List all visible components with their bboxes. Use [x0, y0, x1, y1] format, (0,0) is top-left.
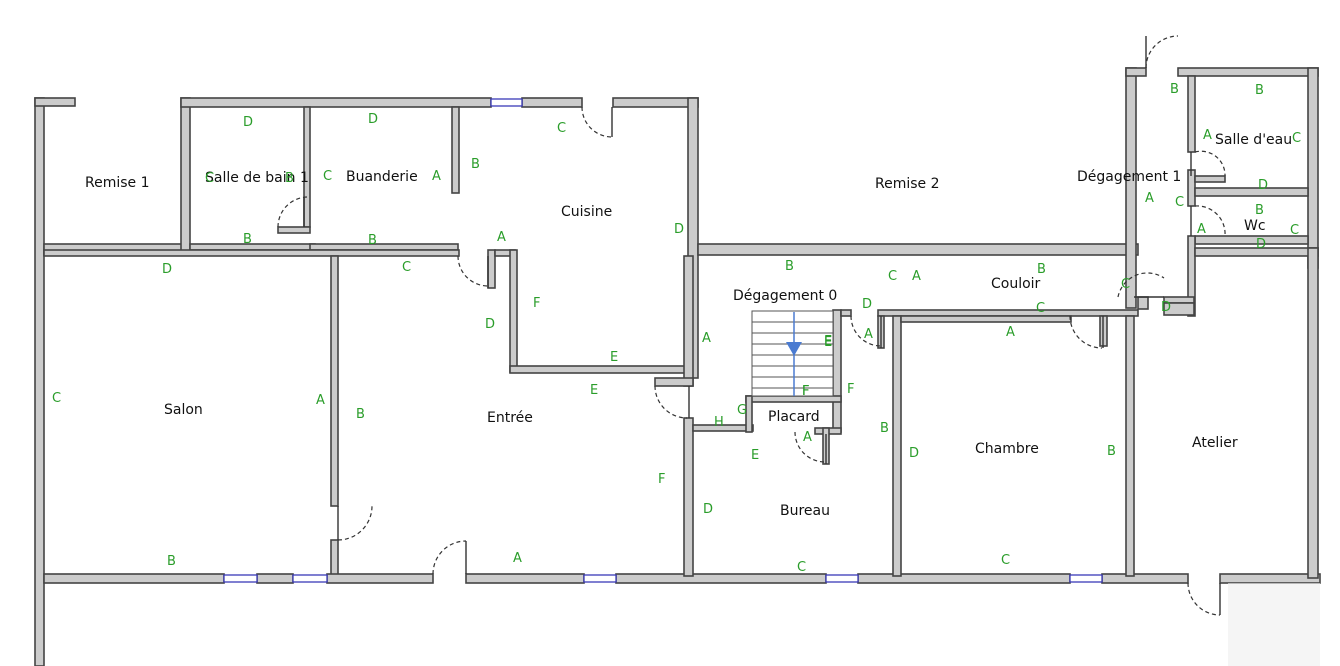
- doors: [277, 35, 1226, 616]
- wall-letter: A: [912, 269, 921, 284]
- room-wc: Wc: [1244, 218, 1266, 234]
- stairs: [751, 310, 834, 397]
- wall-letter: B: [368, 233, 377, 248]
- wall-letter: C: [323, 169, 332, 184]
- wall-letter: E: [824, 335, 832, 350]
- wall-letter: A: [864, 327, 873, 342]
- room-buanderie: Buanderie: [346, 169, 418, 185]
- room-chambre: Chambre: [975, 441, 1039, 457]
- wall-letter: A: [1006, 325, 1015, 340]
- wall-letter: A: [702, 331, 711, 346]
- wall-letter: D: [162, 262, 172, 277]
- wall-letter: B: [1255, 83, 1264, 98]
- wall-letter: C: [402, 260, 411, 275]
- wall-letter: B: [356, 407, 365, 422]
- wall-letter: A: [1145, 191, 1154, 206]
- room-atelier: Atelier: [1192, 435, 1238, 451]
- wall-letter: A: [1203, 128, 1212, 143]
- wall-letters: D D C B A C B B C B D A B D C D A C B C …: [52, 82, 1301, 575]
- walls: [34, 67, 1321, 666]
- stairs-arrow-icon: [786, 342, 802, 356]
- wall-letter: E: [751, 448, 759, 463]
- wall-letter: C: [1290, 223, 1299, 238]
- wall-letter: D: [485, 317, 495, 332]
- room-cuisine: Cuisine: [561, 204, 612, 220]
- wall-letter: C: [52, 391, 61, 406]
- wall-letter: C: [1121, 277, 1130, 292]
- wall-letter: F: [533, 296, 540, 311]
- room-salle-d-eau: Salle d'eau: [1215, 132, 1292, 148]
- windows: [223, 98, 1103, 583]
- wall-letter: C: [205, 171, 214, 186]
- wall-letter: D: [243, 115, 253, 130]
- wall-letter: D: [703, 502, 713, 517]
- wall-letter: B: [1255, 203, 1264, 218]
- wall-letter: D: [862, 297, 872, 312]
- wall-letter: B: [243, 232, 252, 247]
- wall-letter: D: [1256, 237, 1266, 252]
- room-entree: Entrée: [487, 410, 533, 426]
- room-placard: Placard: [768, 409, 820, 425]
- wall-letter: C: [557, 121, 566, 136]
- room-degagement-0: Dégagement 0: [733, 288, 837, 304]
- wall-letter: B: [1107, 444, 1116, 459]
- wall-letter: B: [785, 259, 794, 274]
- wall-letter: D: [1161, 300, 1171, 315]
- room-couloir: Couloir: [991, 276, 1041, 292]
- wall-letter: B: [1170, 82, 1179, 97]
- wall-letter: A: [803, 430, 812, 445]
- wall-letter: C: [888, 269, 897, 284]
- wall-letter: E: [610, 350, 618, 365]
- room-remise-2: Remise 2: [875, 176, 940, 192]
- wall-letter: B: [880, 421, 889, 436]
- wall-letter: B: [1037, 262, 1046, 277]
- wall-letter: C: [1175, 195, 1184, 210]
- wall-letter: A: [513, 551, 522, 566]
- wall-letter: A: [1197, 222, 1206, 237]
- wall-letter: E: [590, 383, 598, 398]
- wall-letter: D: [1258, 178, 1268, 193]
- wall-letter: A: [497, 230, 506, 245]
- wall-letter: D: [909, 446, 919, 461]
- wall-letter: B: [285, 171, 294, 186]
- wall-letter: D: [674, 222, 684, 237]
- room-salle-de-bain-1: Salle de bain 1: [205, 170, 309, 186]
- wall-letter: A: [316, 393, 325, 408]
- wall-letter: G: [737, 403, 747, 418]
- wall-letter: D: [368, 112, 378, 127]
- wall-letter: C: [1036, 301, 1045, 316]
- room-remise-1: Remise 1: [85, 175, 150, 191]
- wall-letter: F: [802, 384, 809, 399]
- room-labels: Remise 1 Salle de bain 1 Buanderie Cuisi…: [85, 132, 1292, 519]
- wall-letter: F: [802, 384, 809, 399]
- wall-letter: C: [1292, 131, 1301, 146]
- wall-letter: C: [1001, 553, 1010, 568]
- wall-letter: F: [847, 382, 854, 397]
- wall-letter: A: [432, 169, 441, 184]
- wall-letter: C: [797, 560, 806, 575]
- room-bureau: Bureau: [780, 503, 830, 519]
- wall-letter: B: [471, 157, 480, 172]
- wall-letter: F: [658, 472, 665, 487]
- wall-letter: E: [824, 334, 832, 349]
- room-degagement-1: Dégagement 1: [1077, 169, 1181, 185]
- wall-letter: H: [714, 415, 724, 430]
- wall-letter: B: [167, 554, 176, 569]
- room-salon: Salon: [164, 402, 203, 418]
- wall-letters-extra: C B B A A D: [785, 259, 1171, 342]
